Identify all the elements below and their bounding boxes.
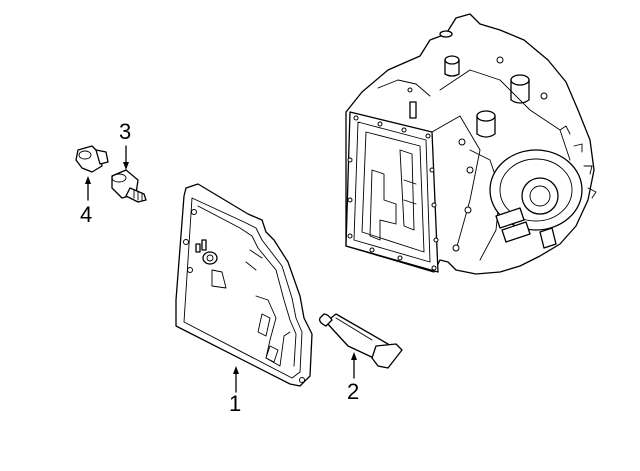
oil-pan-icon [175, 183, 313, 387]
transaxle-assembly-icon [345, 13, 597, 275]
sealant-tube-icon [318, 313, 403, 369]
callout-1: 1 [229, 391, 242, 416]
fill-plug-icon [75, 145, 109, 173]
drain-plug-icon [111, 169, 147, 203]
callout-2: 2 [347, 379, 360, 404]
callout-4: 4 [80, 202, 93, 227]
leader-arrows [85, 145, 357, 393]
callout-3: 3 [119, 119, 132, 144]
